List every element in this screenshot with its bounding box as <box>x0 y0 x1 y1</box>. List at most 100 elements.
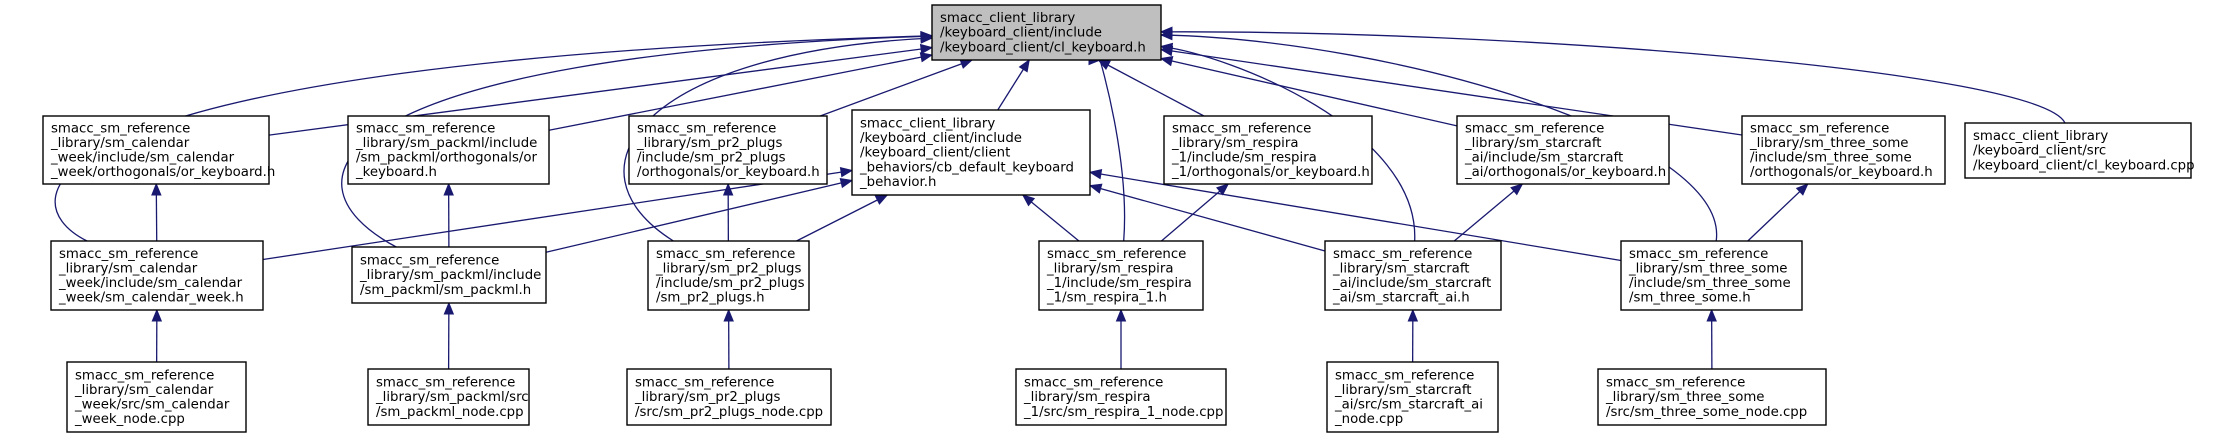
node-label-line: _1/include/sm_respira <box>1046 276 1192 291</box>
arrowhead <box>151 308 163 322</box>
node-label-line: _keyboard.h <box>355 165 437 180</box>
node-pack-node[interactable]: smacc_sm_reference_library/sm_packml/src… <box>367 368 530 426</box>
node-label-line: /orthogonals/or_keyboard.h <box>1750 165 1933 180</box>
node-label-line: _library/sm_three_some <box>1749 136 1908 151</box>
node-star-orth[interactable]: smacc_sm_reference_library/sm_starcraft_… <box>1456 115 1670 185</box>
edge-pack-h-to-cb-default <box>545 179 853 253</box>
node-label-line: _library/sm_starcraft <box>1334 383 1472 398</box>
arrowhead <box>1159 42 1174 54</box>
node-label-line: smacc_client_library <box>940 11 1075 26</box>
edge-three-h-to-cb-default <box>1089 171 1622 262</box>
arrowhead <box>1159 29 1173 41</box>
node-label-line: smacc_sm_reference <box>1047 247 1186 262</box>
node-label-line: smacc_sm_reference <box>1333 247 1472 262</box>
node-cal-h[interactable]: smacc_sm_reference_library/sm_calendar_w… <box>50 240 264 311</box>
arrowhead <box>1018 58 1030 73</box>
arrowhead <box>1088 168 1103 180</box>
node-label-line: /include/sm_three_some <box>1629 276 1791 291</box>
arrowhead <box>1407 308 1419 322</box>
node-label-line: /keyboard_client/include <box>940 26 1102 41</box>
node-pack-h[interactable]: smacc_sm_reference_library/sm_packml/inc… <box>351 246 547 304</box>
node-label-line: smacc_sm_reference <box>635 376 774 391</box>
node-box <box>351 246 547 304</box>
node-label-line: /orthogonals/or_keyboard.h <box>637 165 820 180</box>
node-box <box>1597 368 1827 426</box>
node-label-line: _ai/include/sm_starcraft <box>1464 151 1623 166</box>
node-label-line: /keyboard_client/include <box>860 131 1022 146</box>
node-label-line: smacc_sm_reference <box>1606 376 1745 391</box>
node-label-line: _1/orthogonals/or_keyboard.h <box>1171 165 1370 180</box>
node-box <box>626 368 832 426</box>
node-label-line: _1/include/sm_respira <box>1171 151 1317 166</box>
node-box <box>851 109 1091 196</box>
node-label-line: _ai/include/sm_starcraft <box>1332 276 1491 291</box>
node-box <box>347 115 550 185</box>
arrowhead <box>920 33 934 44</box>
arrowhead <box>1216 183 1230 196</box>
node-pack-orth[interactable]: smacc_sm_reference_library/sm_packml/inc… <box>347 115 550 185</box>
node-cal-orth[interactable]: smacc_sm_reference_library/sm_calendar_w… <box>42 115 275 185</box>
node-box <box>367 368 530 426</box>
node-label-line: smacc_sm_reference <box>59 247 198 262</box>
node-box <box>1620 240 1803 311</box>
node-label-line: _week/src/sm_calendar <box>74 398 230 413</box>
node-label-line: _ai/src/sm_starcraft_ai <box>1334 398 1483 413</box>
node-box <box>1964 122 2192 179</box>
node-cl-cpp[interactable]: smacc_client_library/keyboard_client/src… <box>1964 122 2195 179</box>
node-star-h[interactable]: smacc_sm_reference_library/sm_starcraft_… <box>1324 240 1502 311</box>
arrowhead <box>919 43 934 55</box>
node-pr2-node[interactable]: smacc_sm_reference_library/sm_pr2_plugs/… <box>626 368 832 426</box>
node-box <box>66 361 247 433</box>
node-label-line: _library/sm_respira <box>1046 261 1173 276</box>
node-pr2-h[interactable]: smacc_sm_reference_library/sm_pr2_plugs/… <box>647 240 810 311</box>
arrowhead <box>839 177 854 189</box>
node-resp-orth[interactable]: smacc_sm_reference_library/sm_respira_1/… <box>1163 115 1373 185</box>
node-label-line: _ai/sm_starcraft_ai.h <box>1332 291 1470 306</box>
node-label-line: _library/sm_respira <box>1023 390 1150 405</box>
node-label-line: smacc_sm_reference <box>1465 121 1604 136</box>
node-label-line: smacc_sm_reference <box>1335 368 1474 383</box>
node-label-line: _library/sm_calendar <box>74 383 214 398</box>
node-box <box>628 115 828 185</box>
arrowhead <box>874 194 889 205</box>
edge-star-h-to-star-orth <box>1453 183 1523 242</box>
node-three-node[interactable]: smacc_sm_reference_library/sm_three_some… <box>1597 368 1827 426</box>
node-label-line: /include/sm_pr2_plugs <box>656 276 805 291</box>
arrowhead <box>839 167 854 178</box>
node-label-line: /include/sm_three_some <box>1750 151 1912 166</box>
arrowhead <box>1510 183 1524 196</box>
node-label-line: _behaviors/cb_default_keyboard <box>859 160 1074 175</box>
node-resp-h[interactable]: smacc_sm_reference_library/sm_respira_1/… <box>1038 240 1204 311</box>
node-label-line: smacc_sm_reference <box>360 254 499 269</box>
node-label-line: _behavior.h <box>859 175 936 190</box>
edge-resp-h-to-root <box>1099 59 1126 242</box>
node-label-line: /sm_packml_node.cpp <box>376 405 524 420</box>
node-box <box>1038 240 1204 311</box>
node-label-line: /sm_packml/sm_packml.h <box>360 283 531 298</box>
node-root[interactable]: smacc_client_library/keyboard_client/inc… <box>931 4 1162 61</box>
arrowhead <box>723 308 734 322</box>
node-pr2-orth[interactable]: smacc_sm_reference_library/sm_pr2_plugs/… <box>628 115 828 185</box>
edge-resp-h-to-cb-default <box>1022 194 1080 242</box>
node-label-line: smacc_sm_reference <box>656 247 795 262</box>
arrowhead <box>1795 183 1809 196</box>
node-star-node[interactable]: smacc_sm_reference_library/sm_starcraft_… <box>1326 361 1499 433</box>
node-label-line: /keyboard_client/src <box>1973 144 2106 159</box>
node-cal-node[interactable]: smacc_sm_reference_library/sm_calendar_w… <box>66 361 247 433</box>
node-cb-default[interactable]: smacc_client_library/keyboard_client/inc… <box>851 109 1091 196</box>
node-label-line: _library/sm_packml/include <box>355 136 537 151</box>
node-label-line: _library/sm_starcraft <box>1464 136 1602 151</box>
node-resp-node[interactable]: smacc_sm_reference_library/sm_respira_1/… <box>1015 368 1227 426</box>
node-label-line: _node.cpp <box>1334 412 1403 427</box>
edge-star-orth-to-root <box>1160 57 1458 127</box>
edge-cl-cpp-to-root <box>1160 31 2066 124</box>
node-three-h[interactable]: smacc_sm_reference_library/sm_three_some… <box>1620 240 1803 311</box>
edge-pack-orth-to-root <box>548 54 933 131</box>
node-box <box>647 240 810 311</box>
node-label-line: /keyboard_client/client <box>860 146 1010 161</box>
node-three-orth[interactable]: smacc_sm_reference_library/sm_three_some… <box>1741 115 1946 185</box>
arrowhead <box>443 301 455 315</box>
node-box <box>50 240 264 311</box>
arrowhead <box>1115 308 1127 322</box>
